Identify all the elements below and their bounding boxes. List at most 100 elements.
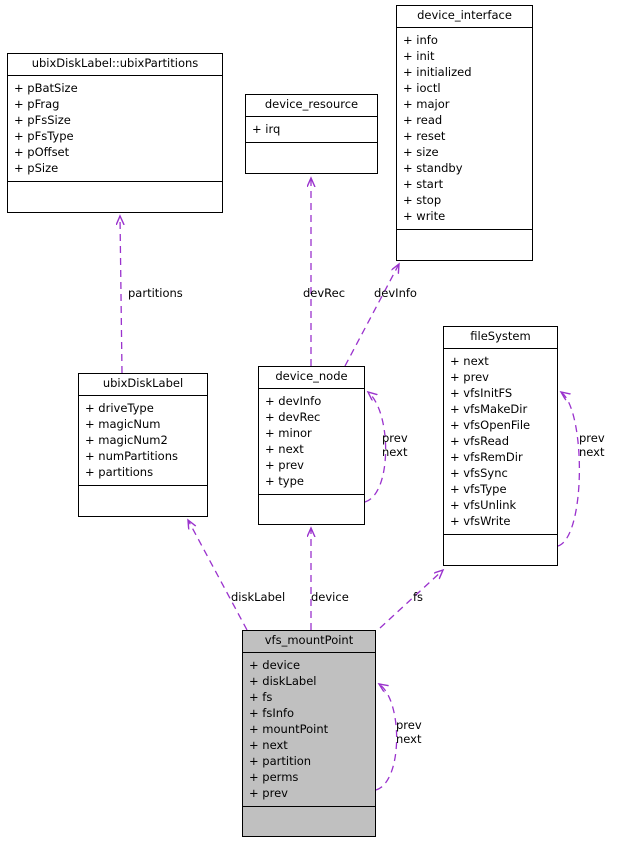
uml-class-device_interface[interactable]: device_interface+ info+ init+ initialize… (396, 5, 533, 261)
uml-class-title: device_node (259, 367, 364, 389)
edge-label-line: prev (382, 431, 408, 445)
uml-attribute: + prev (265, 457, 304, 472)
uml-attribute: + devInfo (265, 393, 322, 408)
uml-attribute: + mountPoint (249, 721, 329, 736)
uml-attribute: + initialized (403, 64, 472, 79)
uml-class-operations (243, 807, 375, 836)
uml-attribute: + pFsType (14, 128, 74, 143)
uml-attribute: + fsInfo (249, 705, 295, 720)
uml-class-ubixPartitions[interactable]: ubixDiskLabel::ubixPartitions+ pBatSize+… (7, 53, 223, 213)
uml-class-operations (8, 182, 222, 211)
uml-attribute: + next (249, 737, 288, 752)
edge-label-line: prev (396, 718, 422, 732)
uml-attribute: + perms (249, 769, 299, 784)
uml-attribute: + next (450, 353, 489, 368)
uml-attribute: + pSize (14, 160, 59, 175)
edge-label-devRec: devRec (303, 286, 345, 300)
edge-devInfo (344, 264, 399, 367)
uml-class-attributes: + devInfo+ devRec+ minor+ next+ prev+ ty… (259, 389, 364, 495)
uml-attribute: + next (265, 441, 304, 456)
uml-attribute: + vfsUnlink (450, 497, 517, 512)
edge-fs (379, 570, 443, 629)
uml-class-operations (79, 486, 207, 515)
uml-class-device_resource[interactable]: device_resource + irq (245, 94, 378, 174)
uml-class-operations (397, 230, 532, 259)
uml-attribute: + numPartitions (85, 448, 178, 463)
edge-label-partitions: partitions (128, 286, 183, 300)
uml-class-attributes: + next+ prev+ vfsInitFS+ vfsMakeDir + vfs… (444, 349, 557, 535)
uml-class-title: ubixDiskLabel (79, 374, 207, 396)
uml-class-attributes: + driveType+ magicNum+ magicNum2+ numPar… (79, 396, 207, 486)
uml-attribute: + start (403, 176, 444, 191)
uml-class-device_node[interactable]: device_node+ devInfo+ devRec+ minor+ nex… (258, 366, 365, 525)
uml-attribute: + minor (265, 425, 312, 440)
edge-label-line: prev (579, 431, 605, 445)
uml-attribute: + vfsSync (450, 465, 508, 480)
uml-class-vfs_mountPoint[interactable]: vfs_mountPoint+ device+ diskLabel+ fs+ f… (242, 630, 376, 837)
uml-attribute: + partitions (85, 464, 154, 479)
uml-attribute: + major (403, 96, 450, 111)
uml-attribute: + pBatSize (14, 80, 78, 95)
uml-attribute: + vfsInitFS (450, 385, 513, 400)
uml-attribute: + pFsSize (14, 112, 71, 127)
uml-attribute: + prev (249, 785, 288, 800)
uml-class-title: device_resource (246, 95, 377, 117)
uml-attribute: + standby (403, 160, 463, 175)
uml-attribute: + vfsMakeDir (450, 401, 528, 416)
uml-attribute: + magicNum (85, 416, 161, 431)
edge-label-device: device (311, 590, 349, 604)
edge-label-line: devRec (303, 286, 346, 300)
edge-label-line: next (382, 445, 408, 459)
edge-label-line: next (579, 445, 605, 459)
uml-class-title: device_interface (397, 6, 532, 28)
edge-label-fs: fs (413, 590, 423, 604)
edge-filesystem-prev-next (557, 392, 581, 547)
uml-class-attributes: + info+ init+ initialized+ ioctl+ major +… (397, 28, 532, 230)
edge-label-devInfo: devInfo (374, 286, 417, 300)
uml-attribute: + prev (450, 369, 489, 384)
edge-label-diskLabel: diskLabel (231, 590, 285, 604)
uml-attribute: + magicNum2 (85, 432, 168, 447)
edge-label-line: diskLabel (231, 590, 286, 604)
uml-attribute: + write (403, 208, 446, 223)
uml-class-operations (246, 143, 377, 172)
uml-class-attributes: + device+ diskLabel+ fs+ fsInfo+ mountPo… (243, 653, 375, 807)
uml-class-attributes: + pBatSize+ pFrag+ pFsSize+ pFsType+ pOf… (8, 76, 222, 182)
uml-attribute: + pFrag (14, 96, 60, 111)
uml-attribute: + reset (403, 128, 446, 143)
uml-class-attributes: + irq (246, 117, 377, 143)
uml-attribute: + diskLabel (249, 673, 317, 688)
uml-class-title: vfs_mountPoint (243, 631, 375, 653)
edge-label-line: fs (413, 590, 424, 604)
uml-attribute: + irq (252, 121, 281, 136)
uml-attribute: + info (403, 32, 438, 47)
uml-attribute: + stop (403, 192, 442, 207)
edge-partitions (120, 216, 122, 374)
uml-class-operations (444, 535, 557, 564)
uml-attribute: + init (403, 48, 435, 63)
uml-attribute: + vfsRemDir (450, 449, 523, 464)
edge-diskLabel (188, 520, 248, 631)
uml-class-title: fileSystem (444, 327, 557, 349)
uml-class-ubixDiskLabel[interactable]: ubixDiskLabel+ driveType+ magicNum+ magi… (78, 373, 208, 517)
uml-attribute: + devRec (265, 409, 321, 424)
uml-attribute: + device (249, 657, 301, 672)
uml-attribute: + pOffset (14, 144, 70, 159)
edge-label-line: devInfo (374, 286, 417, 300)
edge-mountpoint-prev-next (375, 684, 398, 791)
uml-attribute: + vfsType (450, 481, 507, 496)
uml-class-operations (259, 495, 364, 524)
uml-attribute: + size (403, 144, 439, 159)
uml-class-fileSystem[interactable]: fileSystem+ next+ prev+ vfsInitFS+ vfsMa… (443, 326, 558, 566)
edge-label-line: device (311, 590, 349, 604)
uml-attribute: + ioctl (403, 80, 441, 95)
uml-attribute: + type (265, 473, 304, 488)
uml-class-title: ubixDiskLabel::ubixPartitions (8, 54, 222, 76)
uml-attribute: + fs (249, 689, 273, 704)
uml-attribute: + vfsRead (450, 433, 510, 448)
edge-label-line: next (396, 732, 422, 746)
